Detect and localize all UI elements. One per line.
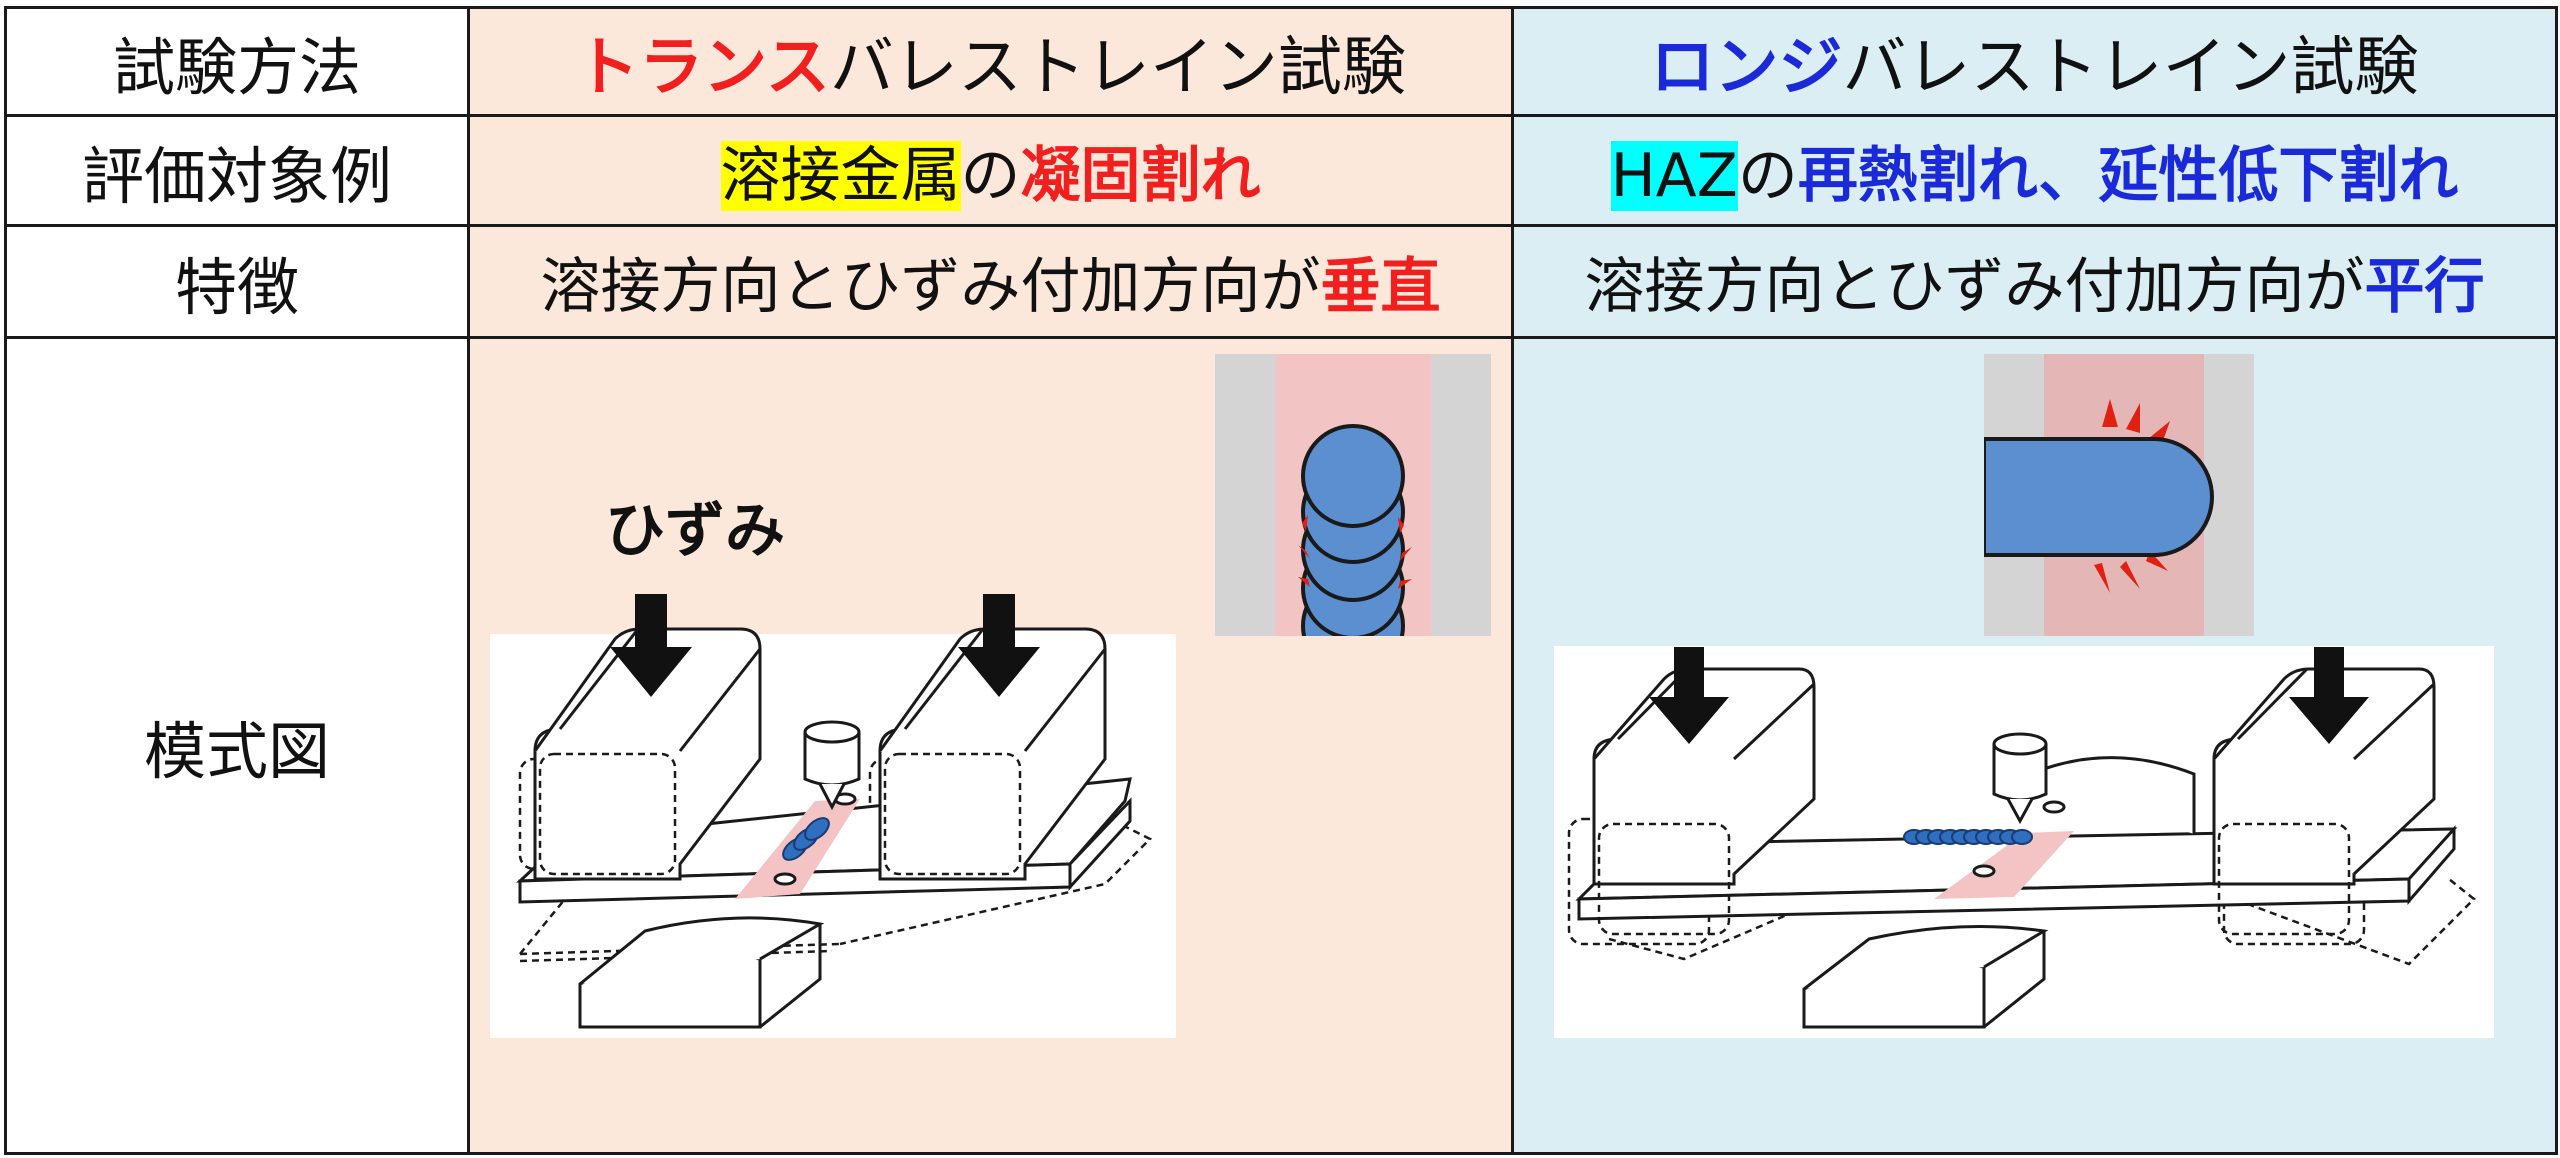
comparison-table: 試験方法 トランスバレストレイン試験 ロンジバレストレイン試験 評価対象例 溶接… [4, 6, 2558, 1155]
longi-strain-arrows [1649, 647, 2369, 744]
longi-target: HAZの再熱割れ、延性低下割れ [1511, 114, 2558, 227]
longi-schematic-svg [1554, 354, 2494, 1038]
row-schematic: 模式図 [4, 336, 2558, 1155]
trans-test-name: トランスバレストレイン試験 [467, 6, 1514, 117]
trans-feature-emph: 垂直 [1320, 252, 1441, 322]
trans-target: 溶接金属の凝固割れ [467, 114, 1514, 227]
longi-feature-emph: 平行 [2364, 252, 2485, 322]
label-test-method: 試験方法 [4, 6, 470, 117]
row-feature: 特徴 溶接方向とひずみ付加方向が垂直 溶接方向とひずみ付加方向が平行 [4, 224, 2558, 339]
row-evaluation-target: 評価対象例 溶接金属の凝固割れ HAZの再熱割れ、延性低下割れ [4, 114, 2558, 227]
trans-strain-label: ひずみ [605, 496, 785, 566]
trans-inset-topview [1215, 354, 1491, 636]
trans-test-name-rest: バレストレイン試験 [829, 30, 1406, 105]
longi-schematic [1511, 336, 2558, 1155]
label-evaluation-target: 評価対象例 [4, 114, 470, 227]
longi-target-emph: 再熱割れ、延性低下割れ [1797, 141, 2459, 211]
label-schematic: 模式図 [4, 336, 470, 1155]
trans-test-name-emph: トランス [575, 30, 830, 105]
longi-apparatus [1567, 667, 2476, 1029]
trans-feature-text: 溶接方向とひずみ付加方向が [540, 252, 1321, 322]
longi-test-name-emph: ロンジ [1650, 30, 1843, 105]
trans-apparatus [516, 627, 1153, 1029]
longi-target-highlight: HAZ [1610, 141, 1738, 211]
trans-target-highlight: 溶接金属 [720, 141, 961, 211]
trans-target-mid: の [960, 141, 1021, 211]
longi-feature: 溶接方向とひずみ付加方向が平行 [1511, 224, 2558, 339]
longi-target-mid: の [1737, 141, 1798, 211]
trans-target-emph: 凝固割れ [1020, 141, 1261, 211]
longi-test-name: ロンジバレストレイン試験 [1511, 6, 2558, 117]
trans-schematic: ひずみ [467, 336, 1514, 1155]
trans-strain-arrows [610, 594, 1040, 697]
row-test-method: 試験方法 トランスバレストレイン試験 ロンジバレストレイン試験 [4, 6, 2558, 117]
trans-feature: 溶接方向とひずみ付加方向が垂直 [467, 224, 1514, 339]
longi-inset-topview [1984, 354, 2254, 636]
label-feature: 特徴 [4, 224, 470, 339]
longi-feature-text: 溶接方向とひずみ付加方向が [1584, 252, 2365, 322]
trans-schematic-svg: ひずみ [490, 354, 1491, 1038]
longi-test-name-rest: バレストレイン試験 [1842, 30, 2419, 105]
